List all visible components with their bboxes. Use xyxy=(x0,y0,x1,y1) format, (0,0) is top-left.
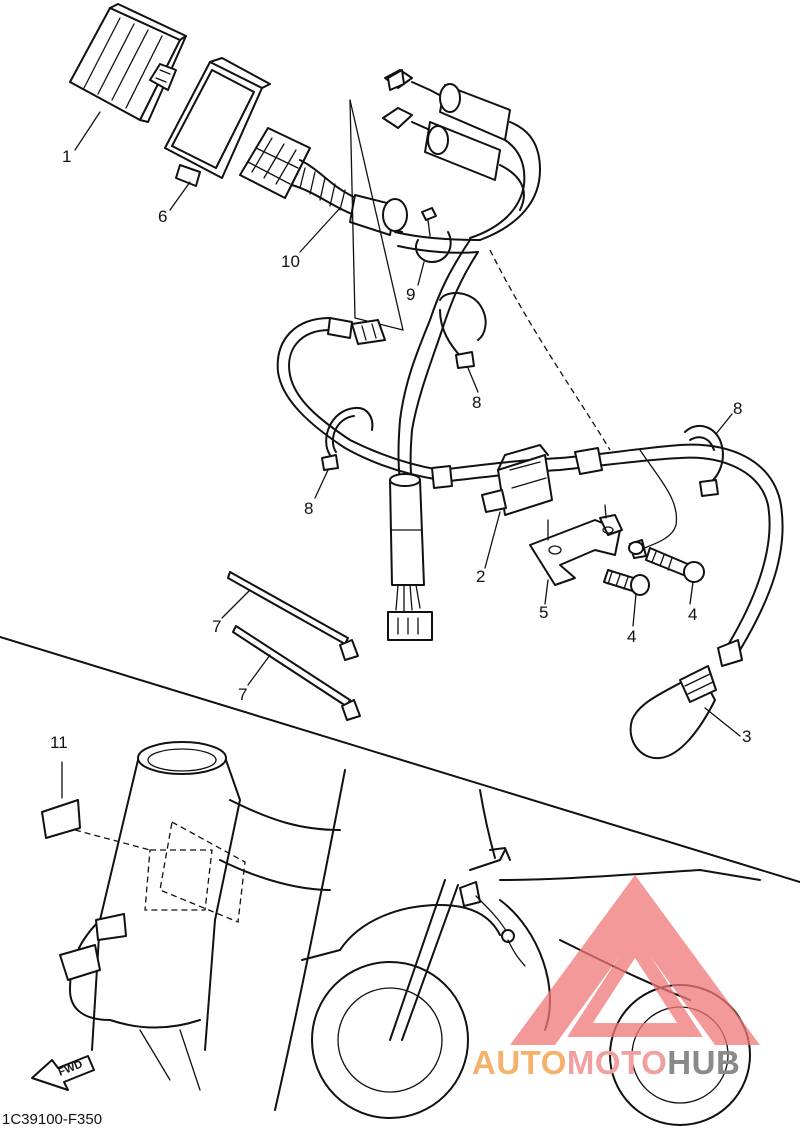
part-8-clamp-middle xyxy=(439,292,487,369)
guide-line-2 xyxy=(349,99,356,319)
harness-upper-branches xyxy=(382,69,541,254)
part-10-harness-connector xyxy=(239,127,408,236)
part-8-clamp-right xyxy=(684,424,724,497)
watermark-moto: MOTO xyxy=(566,1044,668,1081)
callout-4-left: 4 xyxy=(627,627,636,646)
part-2-ignition-coil xyxy=(481,444,553,516)
watermark-hub: HUB xyxy=(667,1044,741,1081)
callout-5: 5 xyxy=(539,603,548,622)
part-3-spark-plug-cap xyxy=(629,639,743,760)
dashed-route xyxy=(489,249,611,451)
callout-7-upper: 7 xyxy=(212,617,221,636)
callout-2: 2 xyxy=(476,567,485,586)
watermark-logo xyxy=(510,875,760,1045)
callout-3: 3 xyxy=(742,727,751,746)
callout-11: 11 xyxy=(50,733,68,752)
fwd-arrow: FWD xyxy=(31,1055,95,1091)
harness-left-branch xyxy=(276,317,441,481)
part-6-cover xyxy=(164,57,271,187)
callout-7-lower: 7 xyxy=(238,685,247,704)
callout-10: 10 xyxy=(281,252,300,271)
section-divider xyxy=(0,636,800,883)
callout-4-right: 4 xyxy=(688,605,697,624)
callout-9: 9 xyxy=(406,285,415,304)
part-7-cable-ties xyxy=(227,571,361,721)
leader-lines xyxy=(74,111,741,737)
harness-center-branch xyxy=(387,239,479,641)
callout-8-left: 8 xyxy=(304,499,313,518)
callout-1: 1 xyxy=(62,147,71,166)
callout-numbers: 1 6 10 9 8 8 8 2 5 4 4 3 7 7 11 xyxy=(50,147,751,752)
callout-6: 6 xyxy=(158,207,167,226)
part-4-bolts xyxy=(603,541,705,596)
watermark-auto: AUTO xyxy=(472,1044,567,1081)
diagram-code: 1C39100-F350 xyxy=(2,1111,102,1128)
watermark-text: AUTOMOTOHUB xyxy=(472,1044,740,1082)
callout-8-middle: 8 xyxy=(472,393,481,412)
part-9-clamp xyxy=(414,207,452,263)
callout-8-right: 8 xyxy=(733,399,742,418)
part-5-bracket xyxy=(529,504,623,586)
part-1-cdi-unit xyxy=(69,3,187,123)
inset-frame-headpipe xyxy=(41,741,346,1111)
part-8-clamp-left xyxy=(321,406,374,471)
